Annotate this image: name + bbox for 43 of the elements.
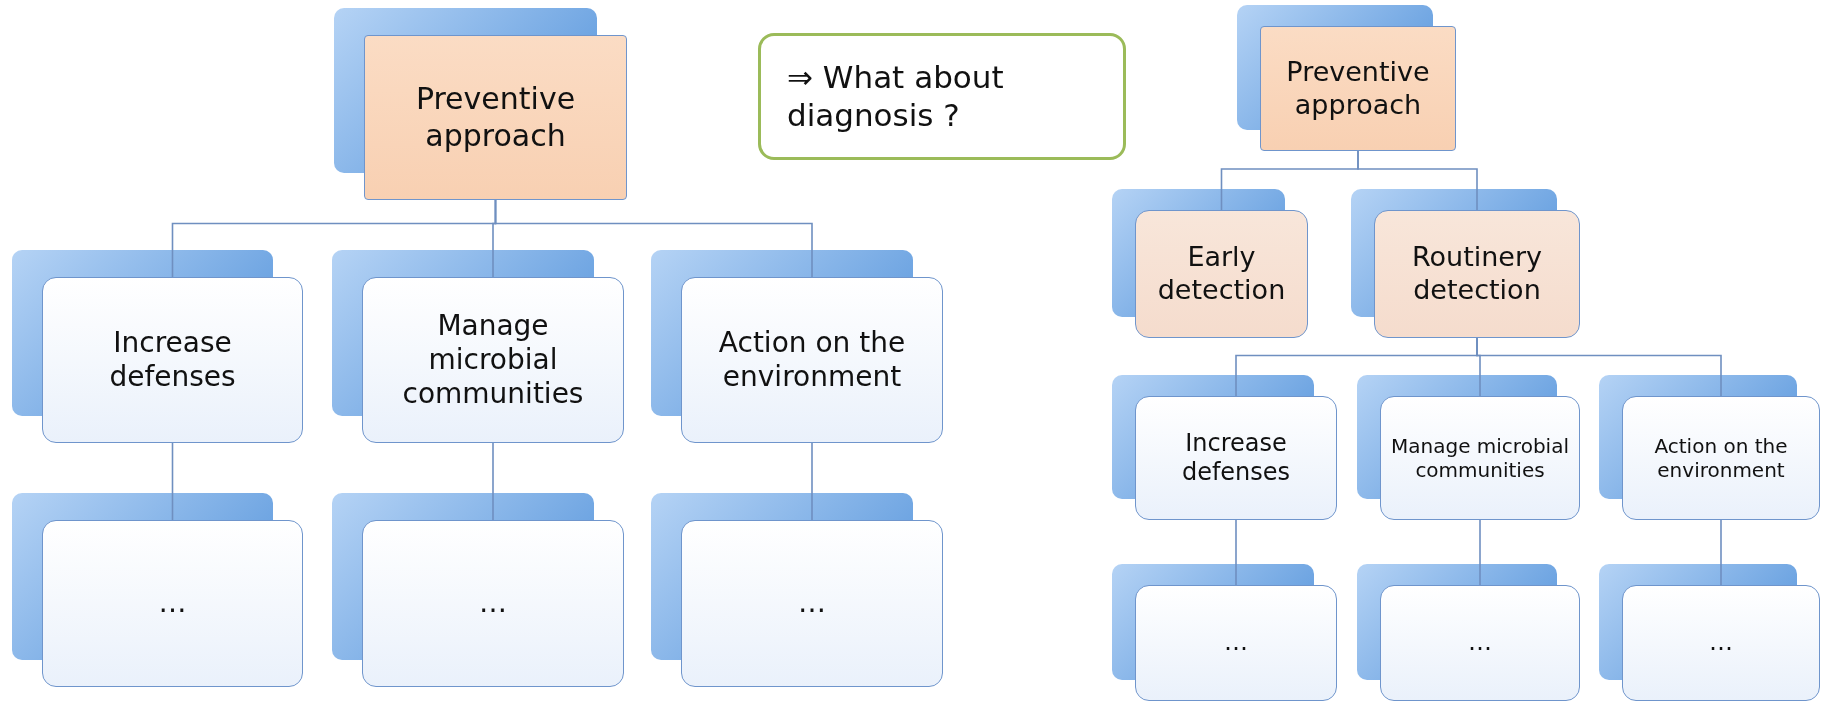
node-label: Early detection [1156, 241, 1287, 307]
node-box [362, 277, 624, 443]
node-label: Routinery detection [1410, 241, 1544, 307]
node-box [42, 277, 303, 443]
connector-line [811, 442, 813, 521]
node-label: … [1224, 628, 1248, 658]
connector-line [1476, 337, 1722, 397]
node-box [1374, 210, 1580, 338]
node-label: … [479, 586, 507, 621]
node-label: Action on the environment [717, 325, 907, 395]
node-box [1260, 26, 1456, 151]
node-label: Increase defenses [1180, 428, 1292, 488]
node-box [681, 277, 943, 443]
connector-line [1720, 519, 1722, 586]
node-label: Action on the environment [1653, 433, 1789, 483]
node-box [1135, 396, 1337, 520]
node-box [42, 520, 303, 687]
node-label: Preventive approach [414, 80, 577, 155]
note-box [758, 33, 1126, 160]
node-box [1622, 396, 1820, 520]
connector-line [1235, 519, 1237, 586]
connector-line [494, 199, 813, 278]
node-box [681, 520, 943, 687]
node-box [1622, 585, 1820, 701]
connector-line [492, 442, 494, 521]
node-box [1380, 585, 1580, 701]
node-label: … [158, 586, 187, 621]
connector-line [1479, 519, 1481, 586]
node-box [362, 520, 624, 687]
node-label: Manage microbial communities [401, 308, 585, 412]
node-label: Increase defenses [108, 325, 237, 395]
node-box [1135, 210, 1308, 338]
connector-line [171, 442, 174, 521]
node-label: … [1709, 628, 1733, 658]
node-label: ⇒ What about diagnosis ? [787, 58, 1005, 135]
node-label: … [798, 586, 826, 621]
node-label: Preventive approach [1285, 55, 1431, 122]
node-box [364, 35, 627, 200]
connector-line [1357, 150, 1478, 211]
node-label: Manage microbial communities [1390, 433, 1570, 483]
node-label: … [1468, 628, 1492, 658]
node-box [1380, 396, 1580, 520]
node-box [1135, 585, 1337, 701]
